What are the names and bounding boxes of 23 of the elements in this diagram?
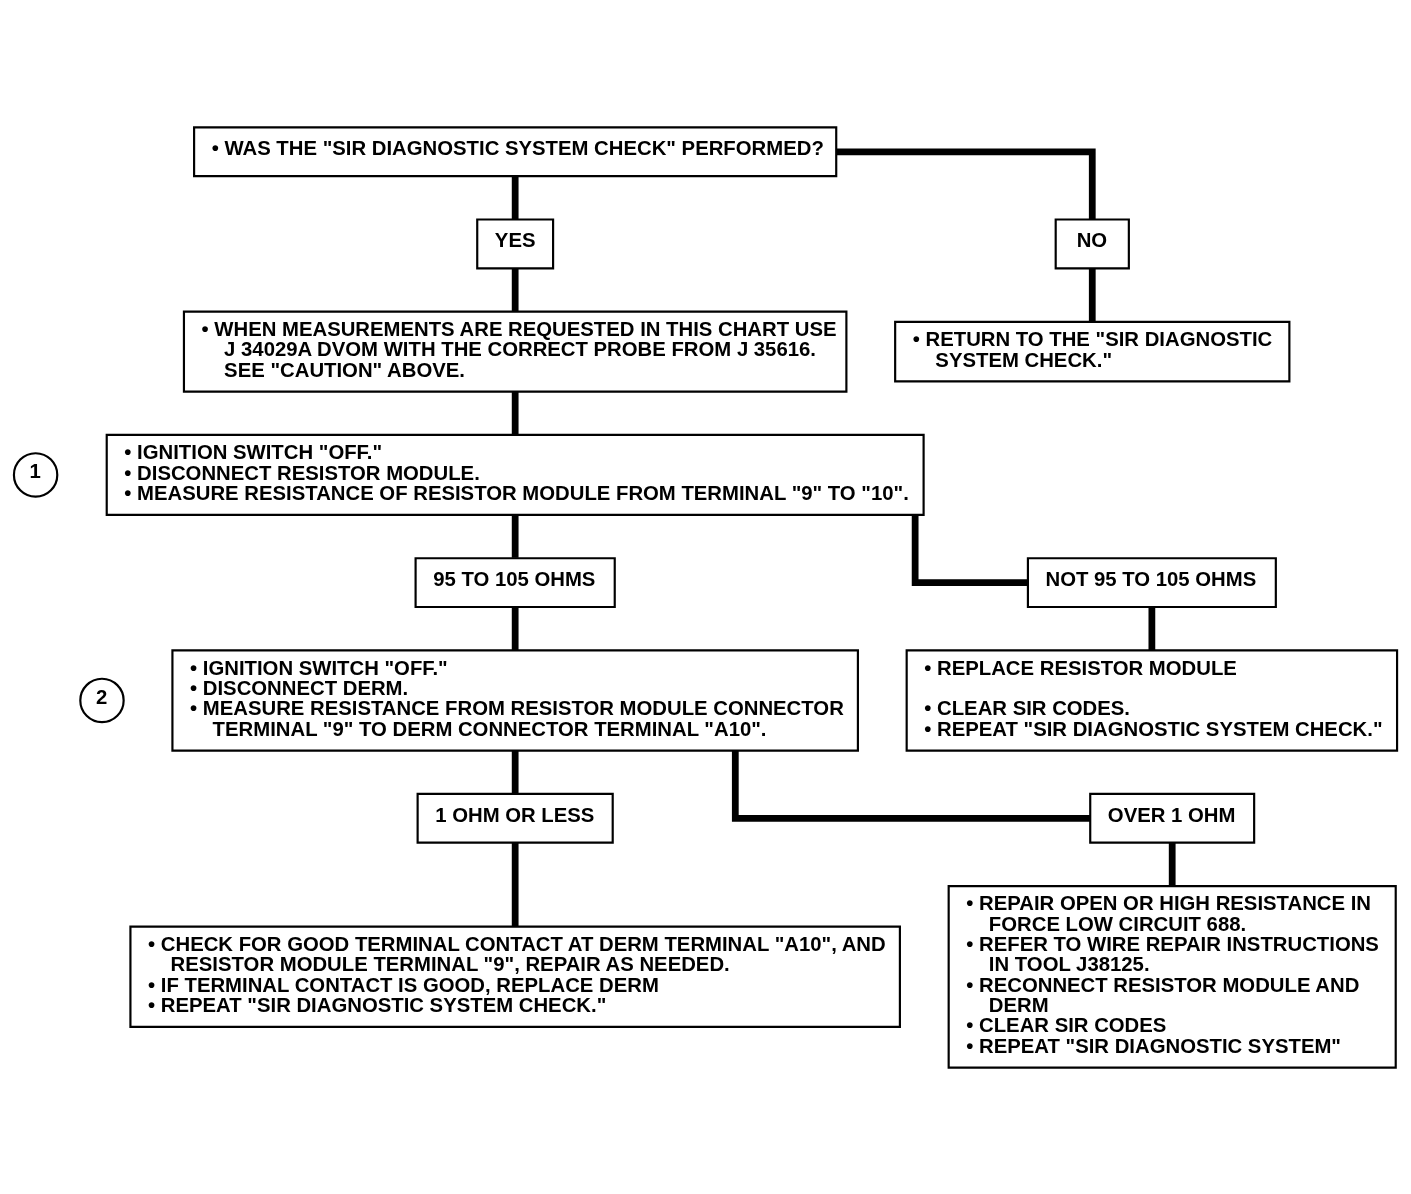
node-box: • WAS THE "SIR DIAGNOSTIC SYSTEM CHECK" PERFORMED?: [193, 125, 838, 177]
node-box: • REPAIR OPEN OR HIGH RESISTANCE IN FORCE LOW CIRCUIT 688. • REFER TO WIRE REPAIR INSTRUCTIONS IN TOOL J38125. • RECONNECT RESISTOR MODULE AND DERM • CLEAR SIR CODES • REPEAT "SIR DIAGNOSTIC SYSTEM": [947, 884, 1397, 1069]
node-box: • REPLACE RESISTOR MODULE • CLEAR SIR CODES. • REPEAT "SIR DIAGNOSTIC SYSTEM CHECK.": [905, 648, 1399, 752]
node-box: 1 OHM OR LESS: [416, 792, 614, 844]
node-box: • IGNITION SWITCH "OFF." • DISCONNECT RESISTOR MODULE. • MEASURE RESISTANCE OF RESISTOR MODULE FROM TERMINAL "9" TO "10".: [105, 433, 925, 516]
node-box: OVER 1 OHM: [1089, 792, 1256, 844]
node-box: 95 TO 105 OHMS: [414, 556, 616, 608]
node-box: • IGNITION SWITCH "OFF." • DISCONNECT DERM. • MEASURE RESISTANCE FROM RESISTOR MODULE CONNECTOR TERMINAL "9" TO DERM CONNECTOR TERMINAL "A10".: [171, 648, 859, 752]
node-circle: 2: [79, 677, 125, 723]
node-box: • CHECK FOR GOOD TERMINAL CONTACT AT DERM TERMINAL "A10", AND RESISTOR MODULE TERMINAL "9", REPAIR AS NEEDED. • IF TERMINAL CONTACT IS GOOD, REPLACE DERM • REPEAT "SIR DIAGNOSTIC SYSTEM CHECK.": [129, 925, 901, 1028]
node-box: NO: [1054, 217, 1130, 269]
connector: [1088, 267, 1096, 321]
node-circle: 1: [12, 451, 59, 498]
connector: [511, 514, 519, 558]
connector: [511, 267, 519, 312]
node-box: • RETURN TO THE "SIR DIAGNOSTIC SYSTEM CHECK.": [894, 320, 1291, 382]
connector: [1168, 842, 1176, 886]
connector: [731, 750, 1090, 822]
node-box: YES: [476, 217, 555, 269]
connector: [911, 514, 1028, 586]
connector: [511, 391, 519, 435]
node-box: • WHEN MEASUREMENTS ARE REQUESTED IN THIS CHART USE J 34029A DVOM WITH THE CORRECT PROBE FROM J 35616. SEE "CAUTION" ABOVE.: [182, 310, 848, 393]
node-box: NOT 95 TO 105 OHMS: [1026, 556, 1277, 608]
